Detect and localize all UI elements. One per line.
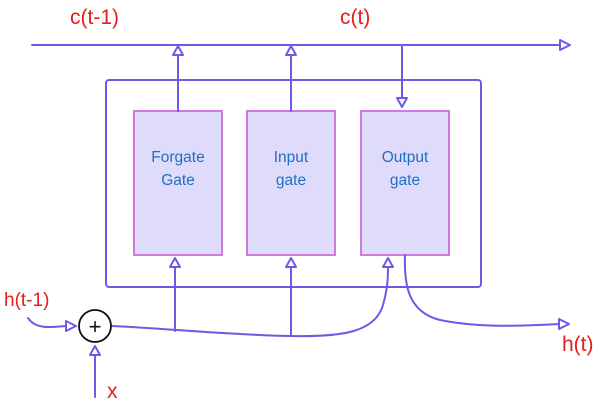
input-gate-label-line2: gate	[276, 172, 306, 189]
forget-gate-output-arrowhead	[172, 45, 184, 56]
h-prev-label: h(t-1)	[4, 290, 49, 311]
x-label: x	[107, 380, 118, 403]
cell-state-arrowhead	[559, 39, 571, 51]
lstm-cell-box	[105, 79, 482, 288]
c-curr-label: c(t)	[340, 6, 370, 29]
h-output-arrowhead	[558, 318, 570, 330]
output-gate-input-arrowhead	[396, 97, 408, 108]
output-gate-bottom-arrowhead	[382, 257, 394, 268]
forget-gate-label-line1: Forgate	[151, 149, 204, 166]
c-prev-label: c(t-1)	[70, 6, 119, 29]
output-gate-box	[360, 110, 450, 256]
input-gate-output-arrowhead	[285, 45, 297, 56]
input-gate-label-line1: Input	[274, 149, 309, 166]
forget-gate-input-arrowhead	[169, 257, 181, 268]
input-gate-input-arrowhead	[285, 257, 297, 268]
output-gate-label-line1: Output	[382, 149, 429, 166]
h-prev-input-line	[27, 317, 67, 329]
output-gate-to-h-line	[403, 254, 561, 327]
combined-input-line	[111, 266, 389, 338]
input-gate-box	[246, 110, 336, 256]
plus-icon: +	[89, 314, 102, 339]
sum-node	[78, 309, 112, 343]
h-curr-label: h(t)	[562, 333, 594, 356]
output-gate-label-line2: gate	[390, 172, 420, 189]
x-input-arrowhead	[89, 345, 101, 356]
forget-gate-label-line2: Gate	[161, 172, 195, 189]
h-prev-arrowhead	[65, 320, 77, 332]
